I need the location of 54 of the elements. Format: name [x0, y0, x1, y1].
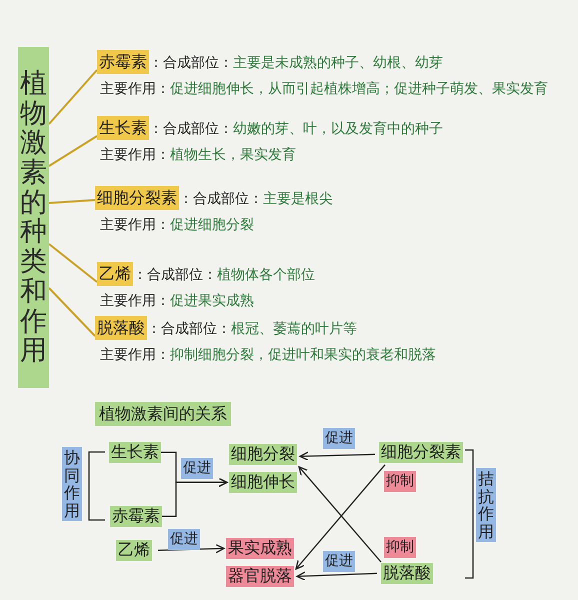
- field-value: 促进果实成熟: [170, 292, 254, 311]
- field-value: 幼嫩的芽、叶，以及发育中的种子: [233, 120, 443, 139]
- field-label: ：合成部位：: [149, 120, 233, 139]
- hormone-name: 乙烯: [97, 262, 133, 286]
- effect-tag: 细胞分裂: [229, 444, 297, 465]
- edge-label: 抑制: [384, 471, 416, 492]
- arrow: [295, 464, 386, 570]
- field-value: 抑制细胞分裂，促进叶和果实的衰老和脱落: [170, 346, 436, 365]
- arrow: [162, 478, 228, 518]
- hormone-tag: 细胞分裂素: [379, 442, 463, 463]
- hormone-tag: 脱落酸: [381, 563, 433, 584]
- field-value: 根冠、萎蔫的叶片等: [231, 320, 357, 339]
- field-label: ：合成部位：: [149, 54, 233, 73]
- hormone-name: 细胞分裂素: [95, 186, 179, 210]
- effect-tag: 器官脱落: [226, 566, 294, 587]
- field-label: 主要作用：: [100, 346, 170, 365]
- relation-tag: 拮抗作用: [476, 468, 496, 542]
- field-label: ：合成部位：: [147, 320, 231, 339]
- field-label: ：合成部位：: [133, 266, 217, 285]
- field-label: 主要作用：: [100, 146, 170, 165]
- connector-line: [48, 243, 98, 283]
- field-label: 主要作用：: [100, 80, 170, 99]
- section-heading: 植物激素间的关系: [95, 402, 231, 426]
- field-value: 植物生长，果实发育: [170, 146, 296, 165]
- arrow: [296, 571, 378, 581]
- connector-line: [48, 287, 96, 337]
- field-label: ：合成部位：: [179, 190, 263, 209]
- field-value: 主要是根尖: [263, 190, 333, 209]
- field-value: 植物体各个部位: [217, 266, 315, 285]
- edge-label: 促进: [168, 529, 200, 550]
- connector-line: [48, 135, 98, 167]
- edge-label: 抑制: [384, 537, 416, 558]
- effect-tag: 细胞伸长: [229, 472, 297, 493]
- hormone-name: 赤霉素: [97, 50, 149, 74]
- field-label: 主要作用：: [100, 292, 170, 311]
- hormone-tag: 生长素: [109, 442, 161, 463]
- relation-tag: 协同作用: [62, 447, 82, 522]
- connector-line: [48, 199, 96, 204]
- field-value: 主要是未成熟的种子、幼根、幼芽: [233, 54, 443, 73]
- hormone-name: 脱落酸: [95, 316, 147, 340]
- category-bar: 植物激素的种类和作用: [18, 47, 49, 388]
- edge-label: 促进: [323, 428, 355, 449]
- arrow: [299, 452, 376, 461]
- hormone-tag: 赤霉素: [110, 506, 162, 527]
- arrow: [298, 466, 382, 562]
- field-label: 主要作用：: [100, 216, 170, 235]
- hormone-name: 生长素: [97, 116, 149, 140]
- edge-label: 促进: [181, 458, 213, 479]
- hormone-tag: 乙烯: [116, 540, 152, 561]
- field-value: 促进细胞伸长，从而引起植株增高；促进种子萌发、果实发育: [170, 80, 548, 99]
- field-value: 促进细胞分裂: [170, 216, 254, 235]
- connector-line: [48, 69, 98, 125]
- effect-tag: 果实成熟: [226, 538, 294, 559]
- edge-label: 促进: [323, 551, 355, 572]
